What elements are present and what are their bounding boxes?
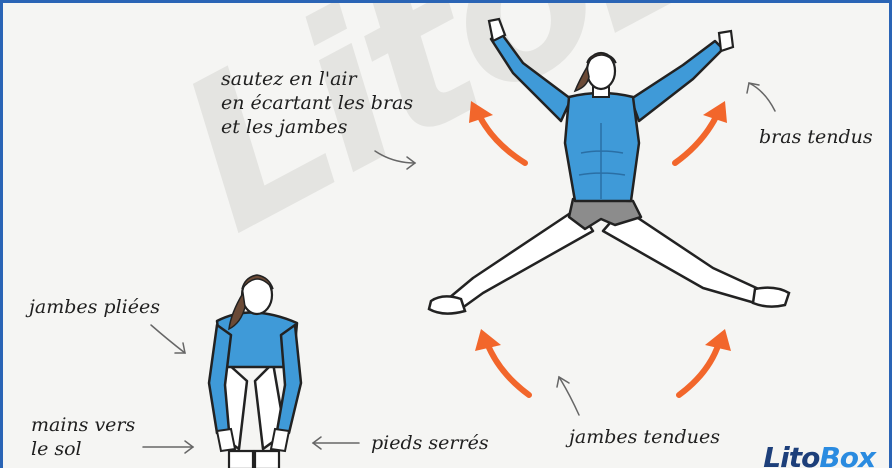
jumping-figure bbox=[427, 17, 791, 315]
crouching-figure bbox=[207, 274, 303, 468]
label-hands: mains vers le sol bbox=[31, 413, 135, 461]
label-feet: pieds serrés bbox=[371, 432, 489, 454]
label-bent-legs: jambes pliées bbox=[29, 296, 160, 318]
label-hands-line-1: mains vers bbox=[31, 414, 136, 436]
motion-arrow-heads bbox=[469, 101, 731, 351]
label-jump: sautez en l'air en écartant les bras et … bbox=[221, 67, 413, 139]
label-arms: bras tendus bbox=[759, 126, 873, 148]
label-jump-line-3: et les jambes bbox=[221, 116, 348, 138]
label-jump-line-1: sautez en l'air bbox=[221, 68, 357, 90]
motion-arrows bbox=[476, 112, 722, 398]
label-hands-line-2: le sol bbox=[31, 438, 82, 460]
logo-part-2: Box bbox=[819, 441, 876, 468]
pointer-arrows bbox=[142, 82, 776, 454]
litobox-logo: LitoBox bbox=[763, 441, 876, 468]
label-jump-line-2: en écartant les bras bbox=[221, 92, 414, 114]
exercise-illustration bbox=[142, 17, 791, 468]
label-straight-legs: jambes tendues bbox=[569, 426, 720, 448]
logo-part-1: Lito bbox=[763, 441, 820, 468]
